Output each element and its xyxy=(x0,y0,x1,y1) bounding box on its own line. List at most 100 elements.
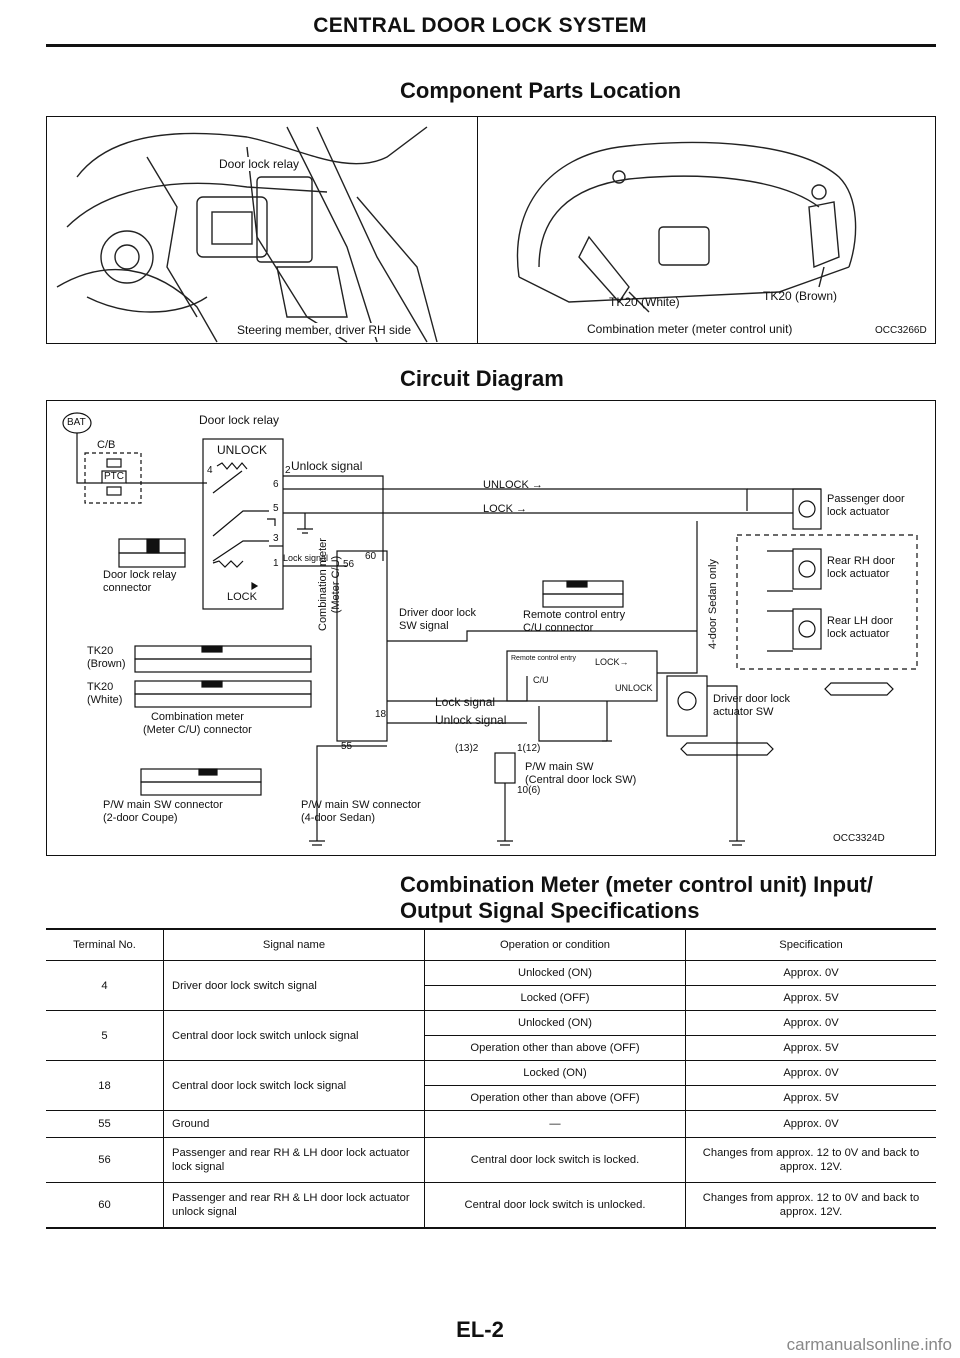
condition-cell: Unlocked (ON) xyxy=(424,1010,686,1036)
spec-cell: Approx. 5V xyxy=(685,1035,936,1061)
signal-cell: Driver door lock switch signal xyxy=(163,960,425,1011)
pin-1: 1 xyxy=(273,558,279,569)
bat-label: BAT xyxy=(67,417,86,428)
header-spec: Specification xyxy=(685,928,936,961)
pin-3: 3 xyxy=(273,533,279,544)
signal-cell: Passenger and rear RH & LH door lock act… xyxy=(163,1182,425,1229)
remote-entry-connector-label: Remote control entry C/U connector xyxy=(523,609,626,634)
spec-section-title: Combination Meter (meter control unit) I… xyxy=(400,872,873,924)
remote-entry-small-label: Remote control entry xyxy=(511,655,576,662)
pin-13-2: (13)2 xyxy=(455,743,479,754)
combination-meter-illustration xyxy=(516,141,857,313)
condition-cell: — xyxy=(424,1110,686,1138)
relay-title: Door lock relay xyxy=(199,413,280,427)
door-lock-relay-label: Door lock relay xyxy=(219,157,300,171)
spec-cell: Approx. 5V xyxy=(685,985,936,1011)
relay-connector-label: Door lock relay connector xyxy=(103,569,177,594)
cu-label: C/U xyxy=(533,675,549,685)
pin-2: 2 xyxy=(285,465,291,476)
condition-cell: Operation other than above (OFF) xyxy=(424,1085,686,1111)
cb-label: C/B xyxy=(97,439,116,451)
remote-unlock-label: UNLOCK xyxy=(615,683,653,693)
driver-actuator-sw-label: Driver door lock actuator SW xyxy=(713,693,791,718)
remote-lock-label: LOCK→ xyxy=(595,657,629,667)
unlock-signal-label: Unlock signal xyxy=(291,459,363,473)
tk20-brown-connector-label: TK20 (Brown) xyxy=(87,645,126,670)
pin-6: 6 xyxy=(273,479,279,490)
pin-60: 60 xyxy=(365,551,377,562)
spec-cell: Approx. 5V xyxy=(685,1085,936,1111)
condition-cell: Locked (ON) xyxy=(424,1060,686,1086)
combination-connector-label: Combination meter (Meter C/U) connector xyxy=(143,711,252,736)
sedan-only-label: 4-door Sedan only xyxy=(707,559,719,649)
terminal-cell: 55 xyxy=(46,1110,164,1138)
terminal-cell: 4 xyxy=(46,960,164,1011)
watermark: carmanualsonline.info xyxy=(786,1335,952,1354)
spec-title-line2: Output Signal Specifications xyxy=(400,898,700,923)
figure-divider xyxy=(477,117,479,343)
condition-cell: Operation other than above (OFF) xyxy=(424,1035,686,1061)
pin-56: 56 xyxy=(343,559,355,570)
pin-18: 18 xyxy=(375,709,387,720)
steering-member-caption: Steering member, driver RH side xyxy=(237,323,412,337)
rear-rh-actuator-label: Rear RH door lock actuator xyxy=(827,555,895,580)
component-section-title: Component Parts Location xyxy=(400,78,682,103)
lock-signal-label: Lock signal xyxy=(435,695,496,709)
table-row: Operation other than above (OFF) Approx.… xyxy=(46,1035,936,1061)
combination-meter-vertical-label: Combination meter (Meter C/U) xyxy=(317,538,342,631)
spec-title-line1: Combination Meter (meter control unit) I… xyxy=(400,872,873,897)
header-signal: Signal name xyxy=(163,928,425,961)
spec-cell: Approx. 0V xyxy=(685,1060,936,1086)
signal-cell: Ground xyxy=(163,1110,425,1138)
steering-member-illustration xyxy=(56,126,438,343)
pw-main-sw-label: P/W main SW (Central door lock SW) xyxy=(525,761,637,786)
table-row: 60 Passenger and rear RH & LH door lock … xyxy=(46,1182,936,1229)
relay-unlock-label: UNLOCK xyxy=(217,443,268,457)
unlock-arrow-label: UNLOCK → xyxy=(483,479,543,491)
signal-cell: Central door lock switch unlock signal xyxy=(163,1010,425,1061)
tk20-brown-label: TK20 (Brown) xyxy=(763,289,838,303)
tk20-white-connector-label: TK20 (White) xyxy=(87,681,123,706)
pin-4: 4 xyxy=(207,465,213,476)
signal-spec-table: Terminal No. Signal name Operation or co… xyxy=(46,928,936,1229)
spec-cell: Approx. 0V xyxy=(685,960,936,986)
table-row: 4 Driver door lock switch signal Unlocke… xyxy=(46,960,936,1011)
pw-2door-connector-label: P/W main SW connector (2-door Coupe) xyxy=(103,799,223,824)
lock-signal-small-label: Lock signal xyxy=(283,553,329,563)
condition-cell: Central door lock switch is locked. xyxy=(424,1137,686,1183)
passenger-actuator-label: Passenger door lock actuator xyxy=(827,493,905,518)
pin-10-6: 10(6) xyxy=(517,785,541,796)
pw-4door-connector-label: P/W main SW connector (4-door Sedan) xyxy=(301,799,421,824)
header-condition: Operation or condition xyxy=(424,928,686,961)
circuit-diagram: BAT C/B PTC Door lock relay UNLOCK LOCK … xyxy=(46,400,936,856)
header-terminal: Terminal No. xyxy=(46,928,164,961)
terminal-cell: 18 xyxy=(46,1060,164,1111)
terminal-cell: 56 xyxy=(46,1137,164,1183)
rear-lh-actuator-label: Rear LH door lock actuator xyxy=(827,615,894,640)
spec-cell: Changes from approx. 12 to 0V and back t… xyxy=(685,1137,936,1183)
spec-cell: Approx. 0V xyxy=(685,1010,936,1036)
condition-cell: Central door lock switch is unlocked. xyxy=(424,1182,686,1229)
title-rule xyxy=(46,44,936,47)
table-header-row: Terminal No. Signal name Operation or co… xyxy=(46,928,936,961)
table-row: 5 Central door lock switch unlock signal… xyxy=(46,1010,936,1061)
terminal-cell: 60 xyxy=(46,1182,164,1229)
lock-arrow-label: LOCK → xyxy=(483,503,528,515)
driver-door-lock-signal-label: Driver door lock SW signal xyxy=(399,607,477,632)
spec-cell: Approx. 0V xyxy=(685,1110,936,1138)
table-row: Operation other than above (OFF) Approx.… xyxy=(46,1085,936,1111)
component-figure-code: OCC3266D xyxy=(875,325,927,336)
circuit-wiring xyxy=(62,412,918,846)
relay-lock-label: LOCK xyxy=(227,591,257,603)
pin-55: 55 xyxy=(341,741,353,752)
page-number: EL-2 xyxy=(456,1317,504,1342)
ptc-label: PTC xyxy=(104,471,124,482)
signal-cell: Central door lock switch lock signal xyxy=(163,1060,425,1111)
component-figure: Door lock relay Steering member, driver … xyxy=(46,116,936,344)
table-row: 56 Passenger and rear RH & LH door lock … xyxy=(46,1137,936,1183)
table-row: Locked (OFF) Approx. 5V xyxy=(46,985,936,1011)
unlock-signal-big-label: Unlock signal xyxy=(435,713,507,727)
spec-cell: Changes from approx. 12 to 0V and back t… xyxy=(685,1182,936,1229)
circuit-figure-code: OCC3324D xyxy=(833,833,885,844)
combination-meter-caption: Combination meter (meter control unit) xyxy=(587,322,793,336)
